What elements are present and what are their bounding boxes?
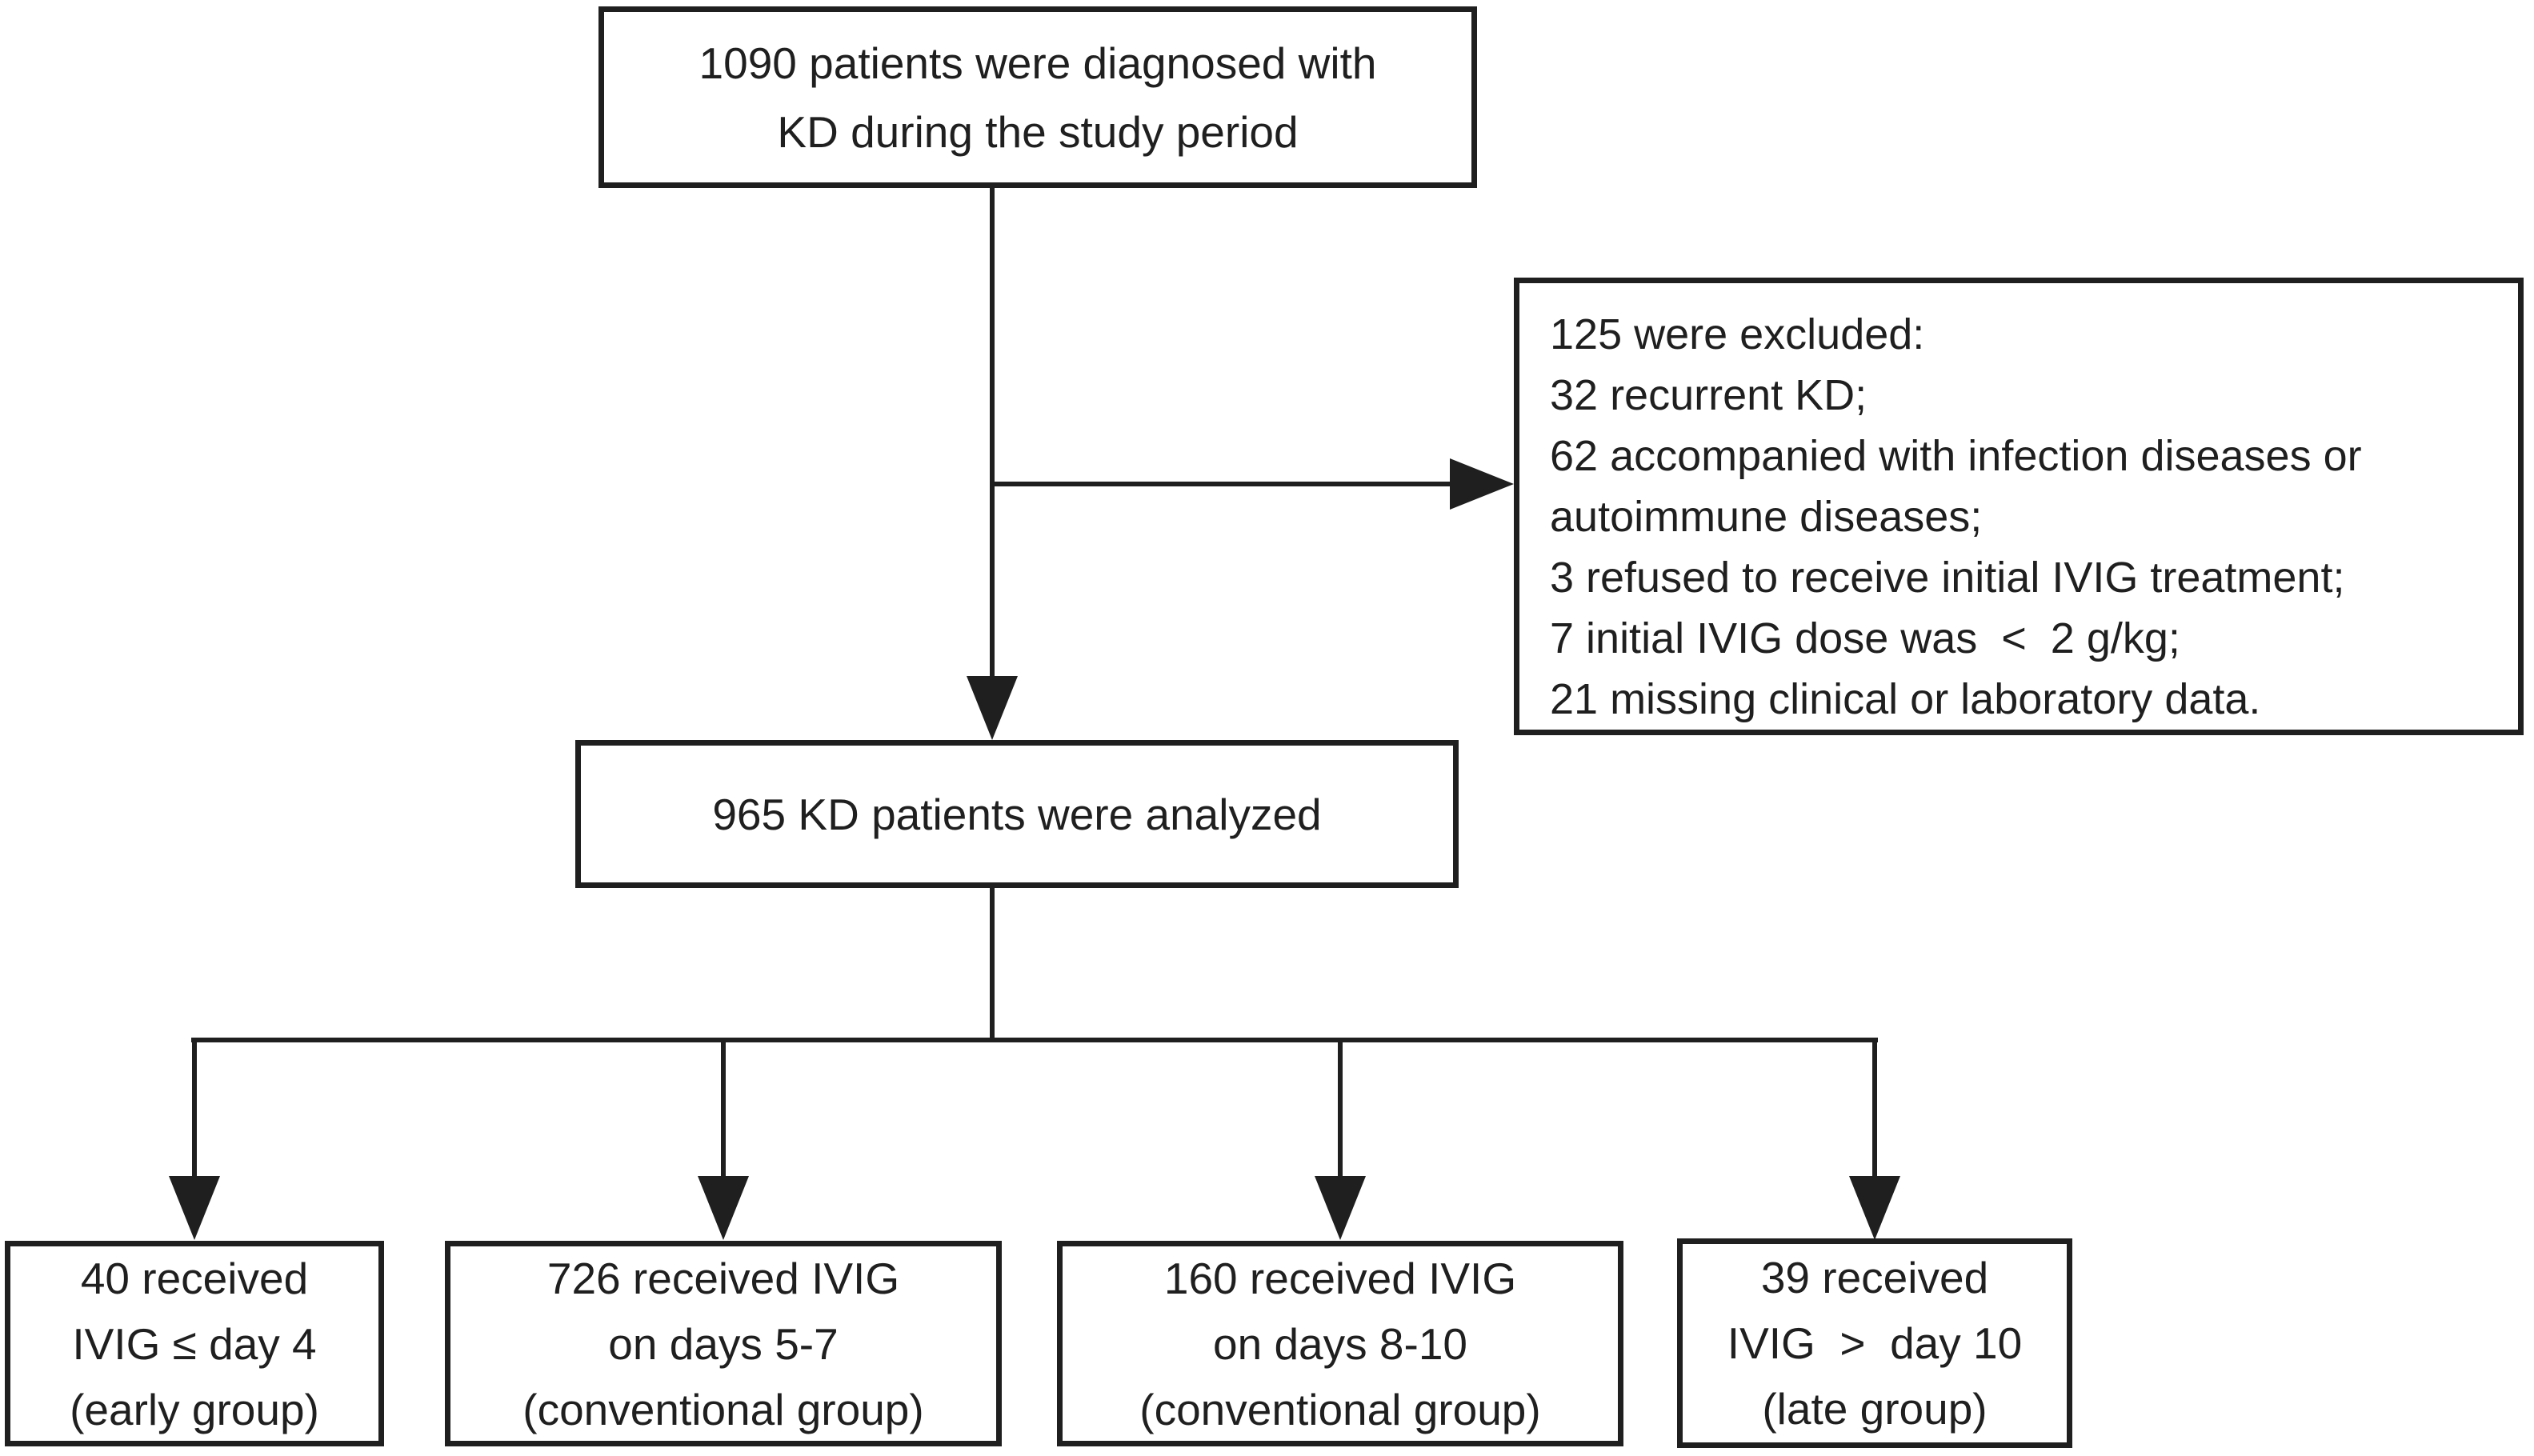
arrow-right-icon <box>1450 458 1514 510</box>
node-text-line: 39 received <box>1760 1253 1989 1302</box>
node-text-line: 726 received IVIG <box>546 1253 900 1303</box>
node-text-line: (conventional group) <box>1139 1384 1541 1434</box>
node-text-line: (early group) <box>70 1384 319 1434</box>
node-text-line: IVIG > day 10 <box>1727 1318 2023 1368</box>
connector-drop-conventional-8-10 <box>1338 1038 1343 1176</box>
node-text-line: 62 accompanied with infection diseases o… <box>1550 432 2362 480</box>
arrow-down-icon <box>1315 1176 1366 1240</box>
node-excluded-box: 125 were excluded: 32 recurrent KD; 62 a… <box>1514 278 2524 735</box>
node-text-line: 3 refused to receive initial IVIG treatm… <box>1550 554 2345 602</box>
connector-analyzed-to-distributor <box>990 888 995 1042</box>
node-text-line: (conventional group) <box>522 1384 924 1434</box>
node-text-line: 40 received <box>80 1253 309 1303</box>
node-text-line: (late group) <box>1762 1384 1988 1434</box>
node-text-line: on days 5-7 <box>608 1318 839 1369</box>
arrow-down-icon <box>169 1176 220 1240</box>
node-text-line: 1090 patients were diagnosed with <box>699 38 1377 88</box>
connector-drop-early <box>192 1038 197 1176</box>
node-late-group-box: 39 received IVIG > day 10 (late group) <box>1677 1238 2072 1448</box>
node-text-line: 965 KD patients were analyzed <box>712 789 1322 839</box>
connector-drop-late <box>1872 1038 1877 1176</box>
node-diagnosed-box: 1090 patients were diagnosed with KD dur… <box>598 6 1477 188</box>
node-early-group-box: 40 received IVIG ≤ day 4 (early group) <box>5 1241 384 1446</box>
node-text-line: 21 missing clinical or laboratory data. <box>1550 675 2261 723</box>
node-text-line: 7 initial IVIG dose was < 2 g/kg; <box>1550 614 2180 662</box>
node-text-line: KD during the study period <box>777 106 1299 157</box>
connector-drop-conventional-5-7 <box>721 1038 726 1176</box>
node-text-line: on days 8-10 <box>1213 1318 1467 1369</box>
node-conventional-5-7-box: 726 received IVIG on days 5-7 (conventio… <box>445 1241 1002 1446</box>
arrow-down-icon <box>967 676 1018 740</box>
arrow-down-icon <box>698 1176 749 1240</box>
node-text-line: autoimmune diseases; <box>1550 493 1983 541</box>
node-text-line: 125 were excluded: <box>1550 310 1925 358</box>
node-text-line: IVIG ≤ day 4 <box>72 1318 317 1369</box>
node-text-line: 32 recurrent KD; <box>1550 371 1867 419</box>
connector-diagnosed-to-analyzed <box>990 188 995 676</box>
arrow-down-icon <box>1849 1176 1900 1240</box>
node-analyzed-box: 965 KD patients were analyzed <box>575 740 1459 888</box>
node-conventional-8-10-box: 160 received IVIG on days 8-10 (conventi… <box>1057 1241 1623 1446</box>
connector-to-excluded <box>990 482 1450 486</box>
node-text-line: 160 received IVIG <box>1163 1253 1517 1303</box>
connector-distributor-line <box>191 1038 1878 1042</box>
